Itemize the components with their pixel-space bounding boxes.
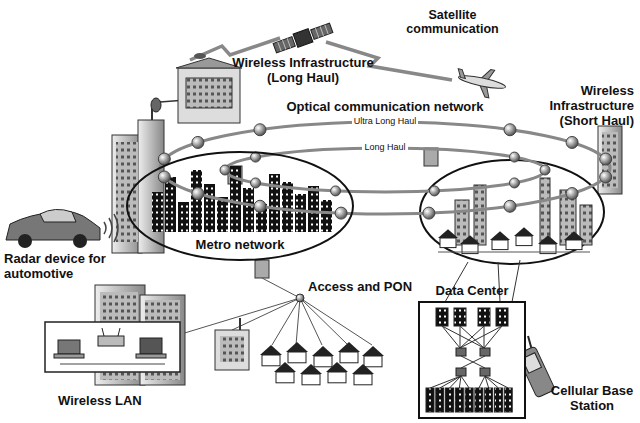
- skyscraper: [282, 182, 293, 232]
- callout-label: Wireless Infrastructure (Long Haul): [228, 56, 378, 86]
- callout-label: Radar device for automotive: [4, 252, 116, 282]
- data-center-box: Data Center: [418, 284, 526, 420]
- network-node-sphere: [220, 165, 230, 175]
- metro-ellipse: Metro network: [125, 150, 355, 262]
- splitter-dot: [296, 294, 304, 302]
- skyscraper: [217, 197, 228, 232]
- skyscraper: [204, 184, 215, 232]
- network-node-sphere: [504, 124, 516, 136]
- data-center-outline: [419, 302, 525, 418]
- house-cluster: [260, 342, 384, 385]
- network-node-sphere: [540, 165, 550, 175]
- network-node-sphere: [335, 207, 347, 219]
- satellite-icon: [272, 21, 333, 55]
- network-node-sphere: [254, 124, 266, 136]
- network-node-sphere: [509, 178, 519, 188]
- network-node-sphere: [504, 200, 516, 212]
- metro-outline: [127, 152, 353, 260]
- city-skyline: [152, 166, 332, 232]
- skyscraper: [178, 202, 189, 232]
- network-node-sphere: [192, 136, 204, 148]
- car-icon: [6, 209, 118, 248]
- network-node-sphere: [423, 207, 435, 219]
- network-node-sphere: [566, 136, 578, 148]
- network-node-sphere: [254, 200, 266, 212]
- callout-label: Wireless Infrastructure (Short Haul): [520, 84, 634, 129]
- skyscraper: [243, 188, 254, 232]
- callout-label: Access and PON: [308, 280, 420, 295]
- skyscraper: [308, 186, 319, 232]
- network-node-sphere: [600, 153, 612, 165]
- box-heading: Data Center: [436, 284, 509, 299]
- network-node-sphere: [331, 186, 341, 196]
- ring-label: Ultra Long Haul: [352, 116, 419, 126]
- office-building: [176, 53, 242, 123]
- network-node-sphere: [192, 188, 204, 200]
- network-node-sphere: [600, 171, 612, 183]
- data-center-box-outline: [418, 284, 526, 420]
- network-title: Optical communication network: [286, 100, 483, 115]
- callout-label: Wireless LAN: [58, 394, 178, 409]
- skyscraper: [152, 192, 163, 232]
- skyscraper: [321, 200, 332, 232]
- network-node-sphere: [251, 178, 261, 188]
- callout-label: Satellite communication: [405, 8, 500, 37]
- callout-label: Cellular Base Station: [548, 384, 636, 414]
- ultra-long-haul-ring: [160, 122, 610, 214]
- network-node-sphere: [158, 171, 170, 183]
- skyscraper: [191, 170, 202, 232]
- lan-building: [45, 285, 185, 385]
- skyscraper: [269, 174, 280, 232]
- optical-ring: Optical communication networkUltra Long …: [150, 100, 620, 218]
- skyscraper: [295, 194, 306, 232]
- network-node-sphere: [566, 188, 578, 200]
- small-building: [215, 318, 249, 370]
- region-label: Metro network: [194, 238, 287, 253]
- network-node-sphere: [509, 152, 519, 162]
- airplane-icon: [454, 63, 509, 101]
- network-node-sphere: [429, 186, 439, 196]
- ring-label: Long Haul: [362, 142, 407, 152]
